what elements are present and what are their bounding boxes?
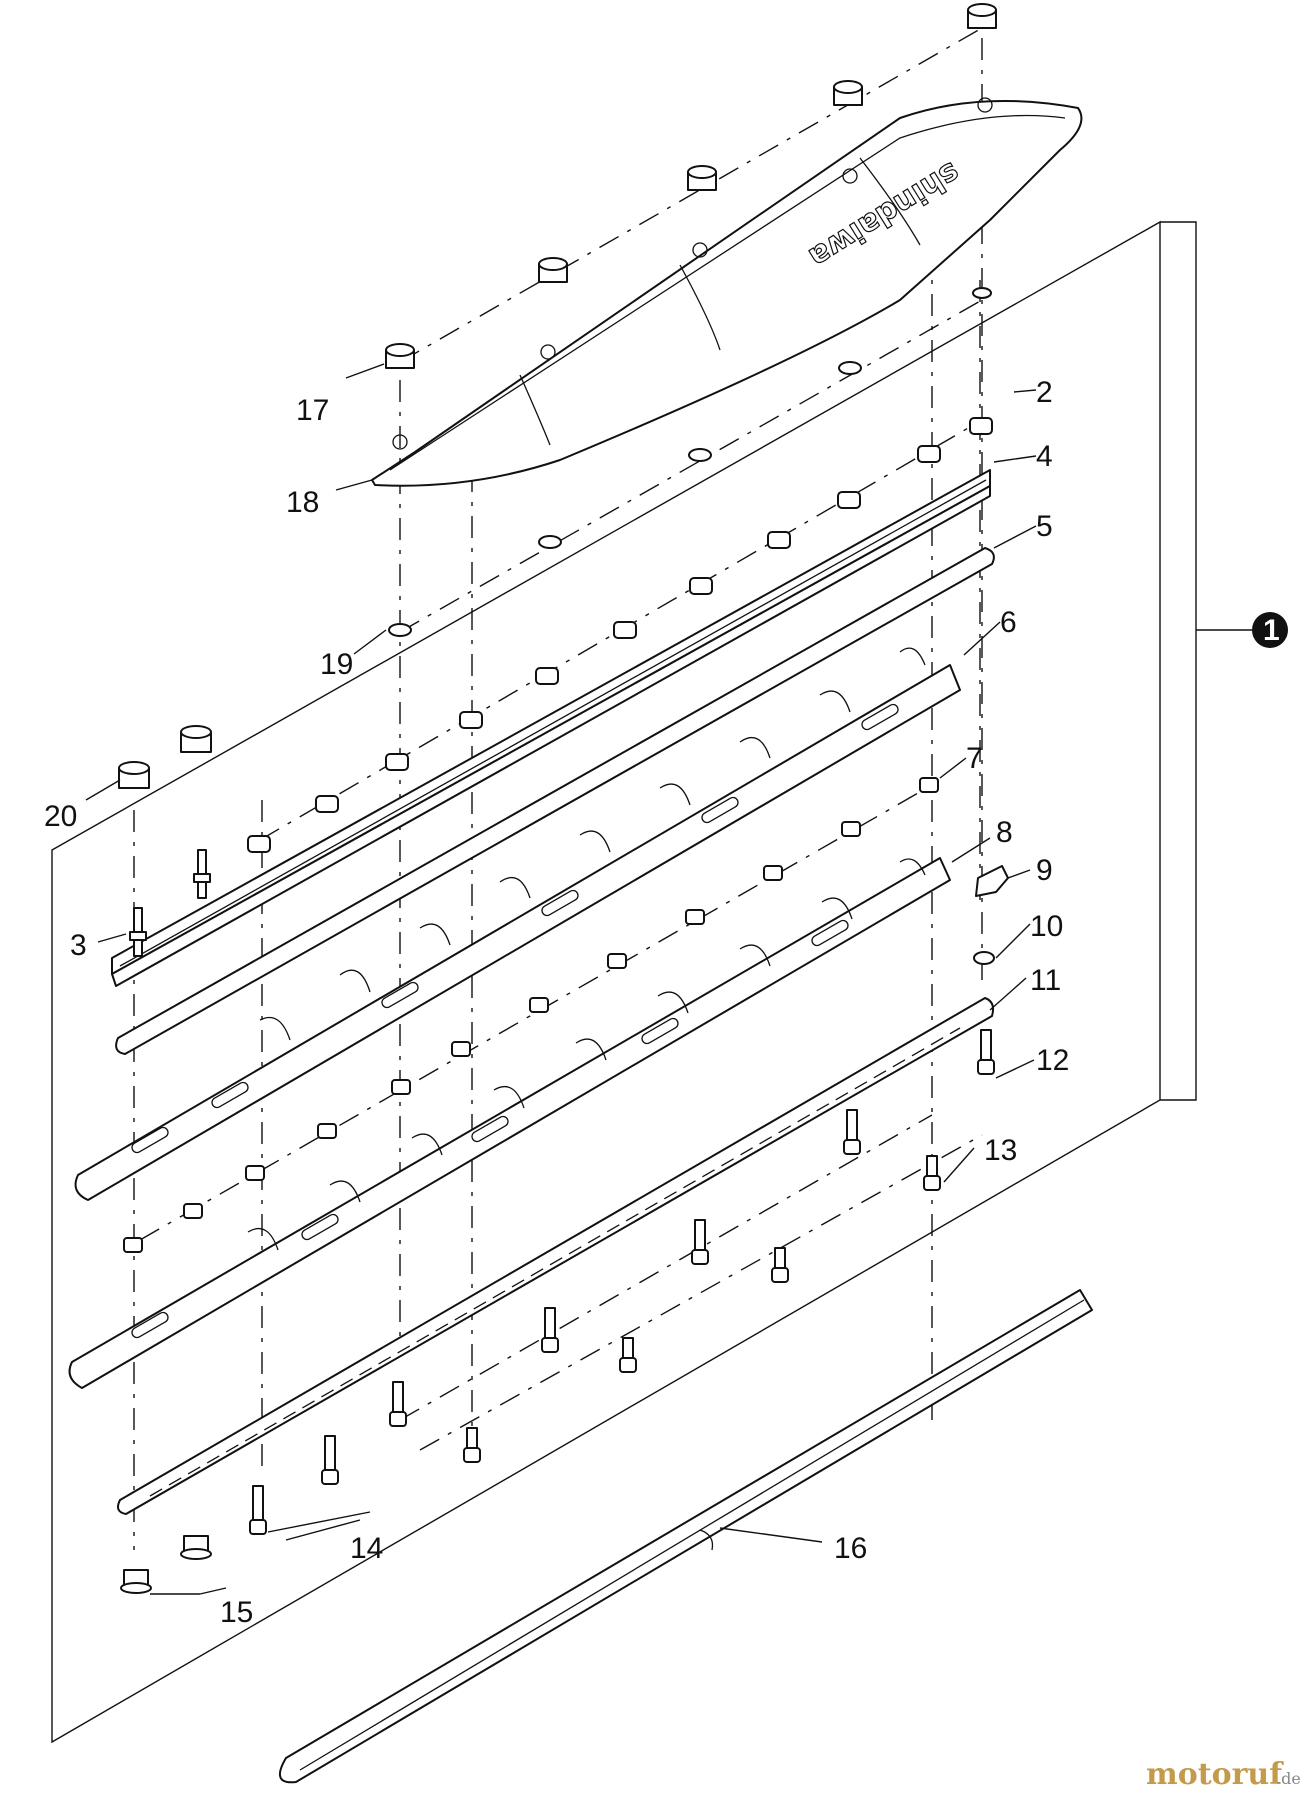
callout-8: 8 [996,816,1013,849]
callout-9: 9 [1036,854,1053,887]
callout-5: 5 [1036,510,1053,543]
studs [129,849,211,957]
callout-12: 12 [1036,1044,1069,1077]
callout-15: 15 [220,1596,253,1629]
guard-nuts [385,3,997,369]
callout-1: 1 [1263,614,1280,647]
assembly-bracket [1160,221,1197,1101]
callout-6: 6 [1000,606,1017,639]
callout-20: 20 [44,800,77,833]
end-washer [973,951,995,965]
slotted-plate [117,997,995,1515]
callout-4: 4 [1036,440,1053,473]
flange-nuts [120,1535,212,1594]
guard-cover: shindaiwa [371,97,1083,487]
bolts [249,1029,995,1535]
washers [388,287,992,637]
spacer-plate [115,547,995,1055]
callout-19: 19 [320,648,353,681]
nuts-row [247,417,993,853]
callout-1-marker [1252,612,1288,648]
callout-18: 18 [286,486,319,519]
callout-labels: 1 2 3 4 5 6 7 8 9 10 11 12 13 14 15 16 1… [44,376,1288,1629]
callout-3: 3 [70,929,87,962]
leader-lines [85,363,1037,1595]
callout-17: 17 [296,394,329,427]
watermark-main: motoruf [1146,1757,1284,1792]
callout-7: 7 [966,742,983,775]
callout-13: 13 [984,1134,1017,1167]
callout-16: 16 [834,1532,867,1565]
callout-2: 2 [1036,376,1053,409]
guide-pieces [123,777,939,1253]
upper-blade [74,647,961,1201]
blade-cover [278,1289,1093,1784]
end-bracket [975,865,1009,897]
support-bar [111,469,991,987]
callout-11: 11 [1030,964,1061,997]
lower-blade [68,857,951,1389]
callout-10: 10 [1030,910,1063,943]
watermark-suffix: .de [1276,1769,1301,1788]
lock-nuts-top [118,725,212,789]
callout-14: 14 [350,1532,383,1565]
watermark: motoruf .de [1146,1757,1301,1792]
